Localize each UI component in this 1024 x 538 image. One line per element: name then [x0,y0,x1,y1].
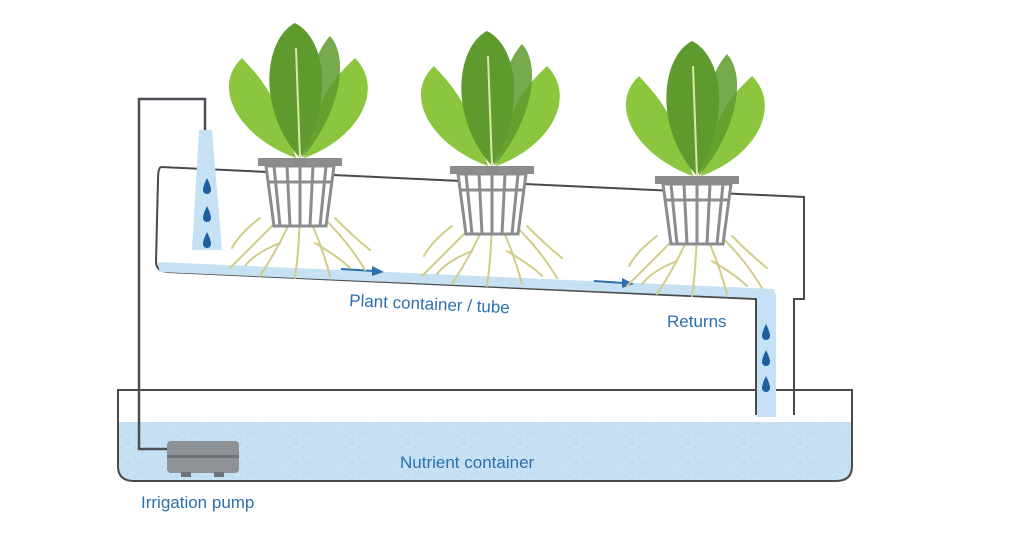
water-drop-icon [762,376,770,392]
lettuce-plant-icon [625,41,768,297]
plant-container-label: Plant container / tube [349,291,510,317]
irrigation-pump-label: Irrigation pump [141,493,254,512]
flow-arrow-icon [340,266,384,276]
water-drop-icon [762,350,770,366]
leaves [625,41,765,177]
net-pot-icon [450,166,534,236]
leaves [228,23,368,159]
net-pot-icon [655,176,739,246]
lettuce-plant-icon [228,23,371,279]
flow-arrow-icon [593,278,634,288]
tube-water [157,262,776,299]
water-drop-icon [203,178,211,194]
inflow-drops [203,178,211,248]
water-drop-icon [762,324,770,340]
return-drops [762,324,770,392]
leaves [420,31,560,167]
pump-icon [167,441,239,477]
lettuce-plant-icon [420,31,563,287]
nutrient-container [117,389,853,482]
net-pot-icon [258,158,342,228]
nutrient-container-outline [117,389,853,482]
nutrient-container-label: Nutrient container [400,453,535,472]
plants [228,23,768,297]
water-drop-icon [203,232,211,248]
water-drop-icon [203,206,211,222]
returns-label: Returns [667,312,727,331]
